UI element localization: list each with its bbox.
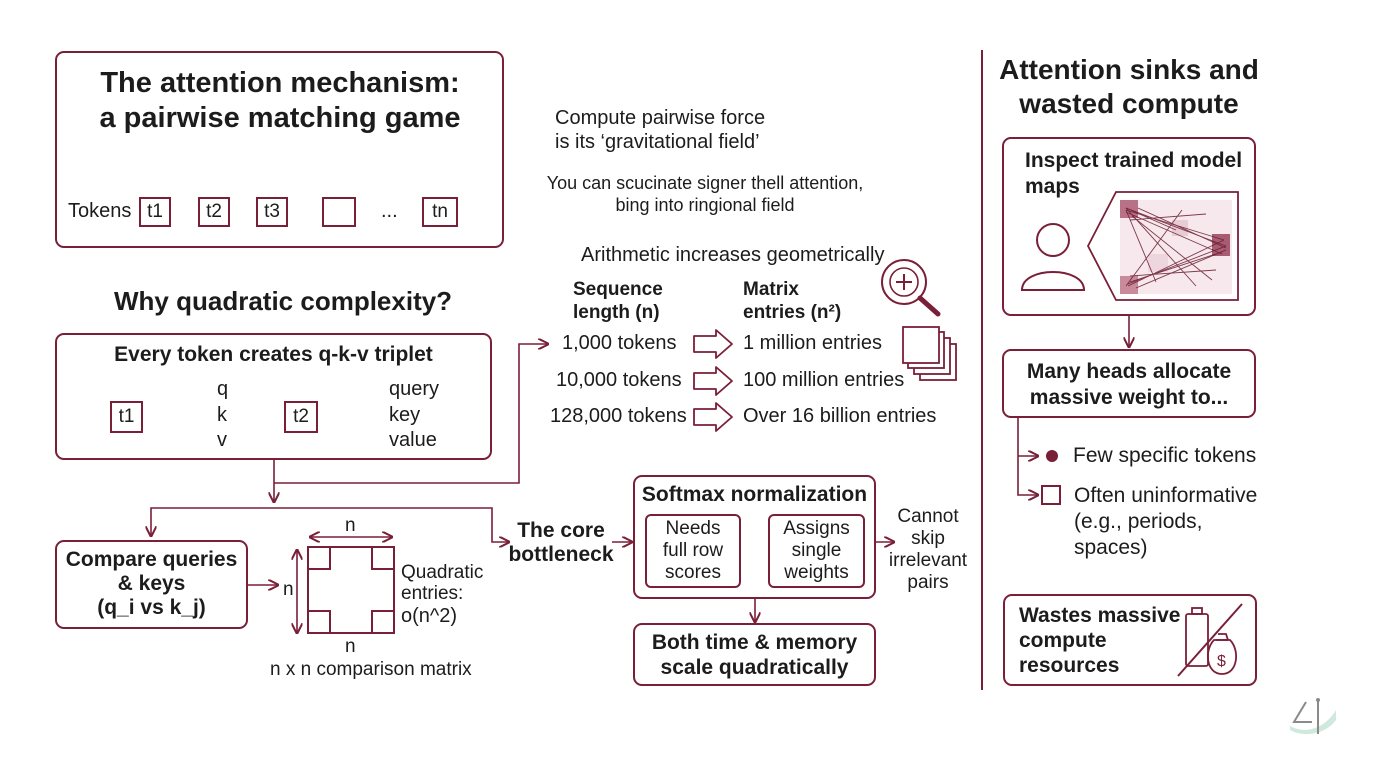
magnifier-plus-icon — [881, 259, 941, 317]
triplet-t1: t1 — [110, 401, 143, 433]
square-bullet-icon — [1041, 485, 1061, 505]
svg-text:$: $ — [1217, 653, 1226, 670]
matrix-n-left: n — [283, 579, 294, 600]
key-word: key — [389, 404, 421, 426]
tokens-label: Tokens — [68, 200, 132, 222]
triplet-box — [55, 333, 492, 460]
force-text: Compute pairwise force is its ‘gravitati… — [555, 107, 766, 153]
matrix-n-top: n — [345, 515, 356, 536]
dot-bullet-icon — [1046, 450, 1058, 462]
cannot-skip: Cannot skip irrelevant pairs — [888, 506, 968, 593]
compare-box — [55, 540, 248, 629]
k-letter: k — [217, 404, 227, 426]
token-empty — [322, 197, 356, 227]
needs-text: Needs full row scores — [662, 518, 724, 583]
assigns-box — [768, 514, 865, 588]
attention-title: The attention mechanism: a pairwise matc… — [99, 67, 461, 134]
q-letter: q — [217, 378, 229, 400]
wastes-text: Wastes massive compute resources — [1019, 604, 1181, 677]
quadratic-order: o(n^2) — [401, 605, 458, 627]
needs-box — [645, 514, 741, 588]
token-t3: t3 — [256, 197, 288, 227]
value-word: value — [389, 429, 437, 451]
row-seq-1: 1,000 tokens — [562, 332, 677, 354]
few-tokens: Few specific tokens — [1073, 444, 1257, 467]
many-heads-box — [1002, 349, 1256, 418]
many-heads-text: Many heads allocate massive weight to... — [1026, 360, 1232, 409]
matrix-n-bottom: n — [345, 636, 356, 657]
v-letter: v — [217, 429, 227, 451]
token-t1: t1 — [139, 197, 171, 227]
sinks-title: Attention sinks and wasted compute — [999, 54, 1259, 119]
row-seq-2: 10,000 tokens — [556, 369, 682, 391]
stacked-pages-icon — [902, 326, 957, 381]
row-entries-2: 100 million entries — [743, 369, 905, 391]
matrix-header: Matrix entries (n²) — [743, 279, 842, 323]
quadratic-entries: Quadratic entries: — [401, 562, 484, 604]
quadratic-title: Why quadratic complexity? — [114, 286, 453, 316]
person-icon — [1020, 223, 1086, 291]
row-entries-1: 1 million entries — [743, 332, 882, 354]
softmax-title: Softmax normalization — [641, 483, 868, 506]
inspect-text: Inspect trained model maps — [1025, 149, 1243, 198]
both-text: Both time & memory scale quadratically — [651, 631, 858, 679]
logo-icon — [1290, 698, 1336, 735]
query-word: query — [389, 378, 440, 400]
no-battery-money-icon: $ — [1177, 603, 1243, 677]
often-text: Often uninformative (e.g., periods, spac… — [1074, 484, 1258, 559]
attention-map-icon — [1086, 191, 1239, 301]
matrix-caption: n x n comparison matrix — [270, 659, 472, 680]
token-t2: t2 — [198, 197, 230, 227]
row-entries-3: Over 16 billion entries — [743, 405, 937, 427]
token-ellipsis: ... — [381, 200, 398, 222]
both-box — [633, 623, 876, 686]
triplet-t2: t2 — [284, 401, 318, 433]
row-seq-3: 128,000 tokens — [550, 405, 687, 427]
compare-text: Compare queries & keys (q_i vs k_j) — [65, 548, 238, 619]
triplet-title: Every token creates q-k-v triplet — [114, 343, 433, 366]
scucinate-text: You can scucinate signer thell attention… — [546, 173, 864, 215]
token-tn: tn — [422, 197, 458, 227]
arithmetic-text: Arithmetic increases geometrically — [581, 244, 885, 266]
assigns-text: Assigns single weights — [783, 518, 850, 583]
core-bottleneck: The core bottleneck — [508, 519, 614, 566]
seq-header: Sequence length (n) — [573, 279, 663, 323]
